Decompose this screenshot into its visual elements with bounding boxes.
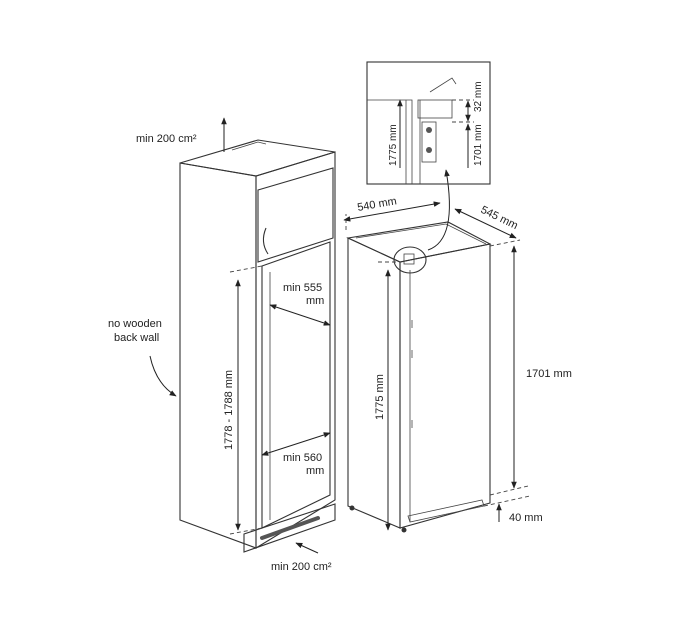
vent-bottom-label: min 200 cm² [271, 561, 332, 573]
detail-screw-1 [426, 127, 432, 133]
appliance-foot-right [401, 527, 407, 533]
no-back-wall-label-2: back wall [114, 332, 159, 344]
door-ext-bottom [489, 485, 529, 496]
cabinet: 1778 - 1788 mm min 555 mm min 560 mm min… [108, 117, 336, 573]
detail-connector-arrow [427, 169, 450, 251]
detail-gap-label: 32 mm [473, 81, 484, 112]
detail-height-total-label: 1775 mm [388, 124, 399, 166]
depth-label: 545 mm [479, 204, 520, 232]
top-cabinet-handle [262, 227, 269, 255]
detail-hinge-bracket [417, 99, 453, 119]
niche-height-label: 1778 - 1788 mm [223, 370, 235, 450]
top-hinge-part [403, 253, 415, 265]
detail-screw-2 [426, 147, 432, 153]
detail-cabinet-edge [367, 99, 413, 184]
appliance-foot-left [349, 505, 355, 511]
plinth-grille [260, 516, 320, 540]
vent-top-label: min 200 cm² [136, 133, 197, 145]
appliance-door [399, 243, 491, 529]
niche-width-top-unit: mm [306, 295, 324, 307]
no-back-wall-arrow [149, 355, 177, 397]
niche-width-bottom-unit: mm [306, 465, 324, 477]
detail-height-door-label: 1701 mm [473, 124, 484, 166]
hinge-detail: 1775 mm 1701 mm 32 mm [366, 61, 491, 185]
door-ext-top [489, 239, 521, 247]
cabinet-front-frame [255, 151, 336, 549]
vent-bottom-arrow [295, 542, 319, 554]
niche-width-bottom-label: min 560 [283, 452, 322, 464]
top-cabinet-door [257, 167, 334, 263]
niche-width-top-label: min 555 [283, 282, 322, 294]
detail-frame [366, 61, 491, 185]
bottom-hinge [407, 499, 485, 523]
appliance: 540 mm 545 mm 1775 mm 1701 mm 40 mm [343, 169, 572, 533]
no-back-wall-label-1: no wooden [108, 318, 162, 330]
detail-rail [429, 77, 457, 93]
gap-label: 40 mm [509, 512, 543, 524]
depth-arrow [454, 208, 517, 239]
niche-top-dashline [229, 265, 263, 273]
top-hinge-highlight [393, 246, 427, 274]
gap-ext [483, 495, 531, 507]
cabinet-top [179, 139, 336, 177]
appliance-height-label: 1775 mm [374, 374, 386, 420]
niche-width-bottom-arrow [261, 432, 331, 456]
plinth [243, 503, 336, 553]
niche-bottom-dashline [229, 527, 263, 535]
width-arrow [343, 201, 441, 222]
niche-width-top-arrow [269, 304, 331, 326]
cabinet-top-notch [231, 141, 267, 151]
door-height-label: 1701 mm [526, 368, 572, 380]
cabinet-side-panel [179, 162, 257, 549]
detail-hinge-plate [421, 121, 437, 163]
